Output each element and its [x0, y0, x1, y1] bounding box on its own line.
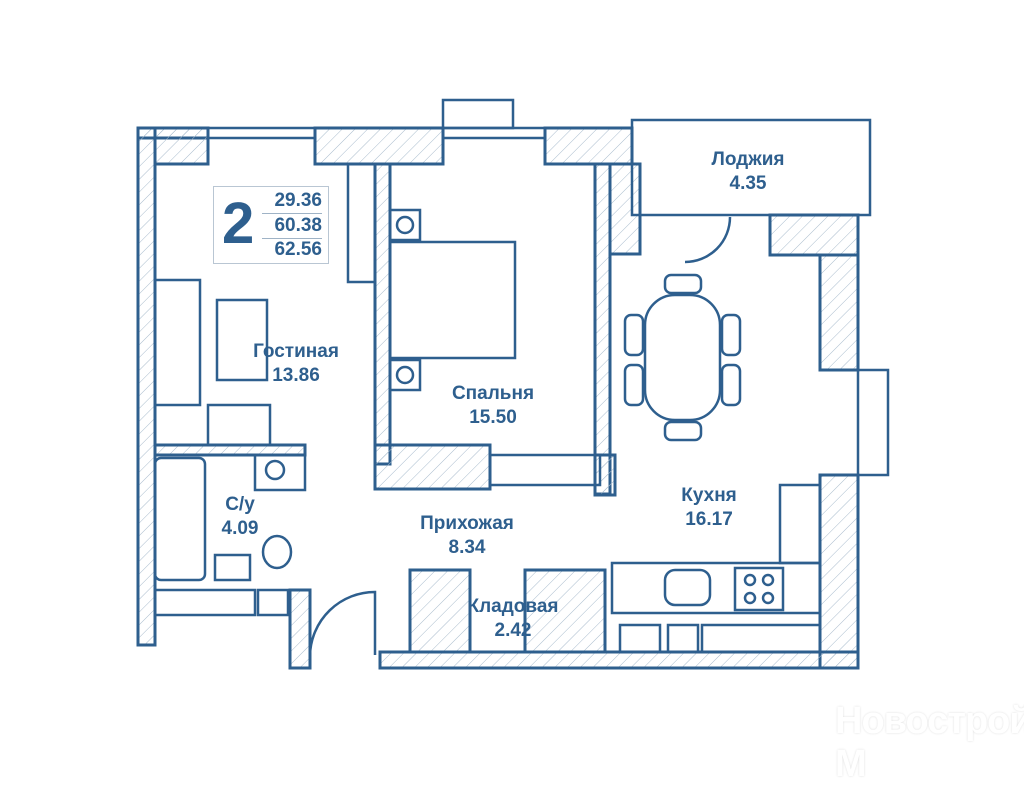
walls [136, 126, 860, 670]
window [856, 368, 890, 477]
loggia-door [684, 216, 732, 264]
watermark: Новострой-М [835, 700, 1024, 785]
washbasin [213, 553, 252, 582]
washer [253, 453, 307, 492]
vent-box [441, 98, 515, 130]
window [206, 126, 317, 140]
stove [733, 566, 785, 612]
entry-door [308, 590, 377, 656]
fixtures [153, 98, 890, 656]
loggia-frame [630, 118, 872, 217]
toilet [261, 534, 293, 570]
dining-table [643, 293, 722, 422]
total-area: 60.38 [274, 215, 322, 236]
wardrobe [346, 162, 377, 284]
sink [663, 568, 712, 607]
total-area-with-loggia: 62.56 [274, 239, 322, 260]
kitchen-counter [610, 561, 822, 615]
coffee-table [215, 298, 269, 382]
apartment-summary: 2 29.36 60.38 62.56 [213, 186, 329, 264]
bed [388, 240, 517, 360]
armchair [206, 403, 272, 447]
living-area: 29.36 [274, 190, 322, 211]
sofa [153, 278, 202, 407]
rooms-count: 2 [222, 191, 255, 256]
floor-plan [136, 98, 890, 670]
window [441, 126, 547, 140]
wardrobe [488, 453, 602, 487]
bathtub [153, 456, 207, 582]
